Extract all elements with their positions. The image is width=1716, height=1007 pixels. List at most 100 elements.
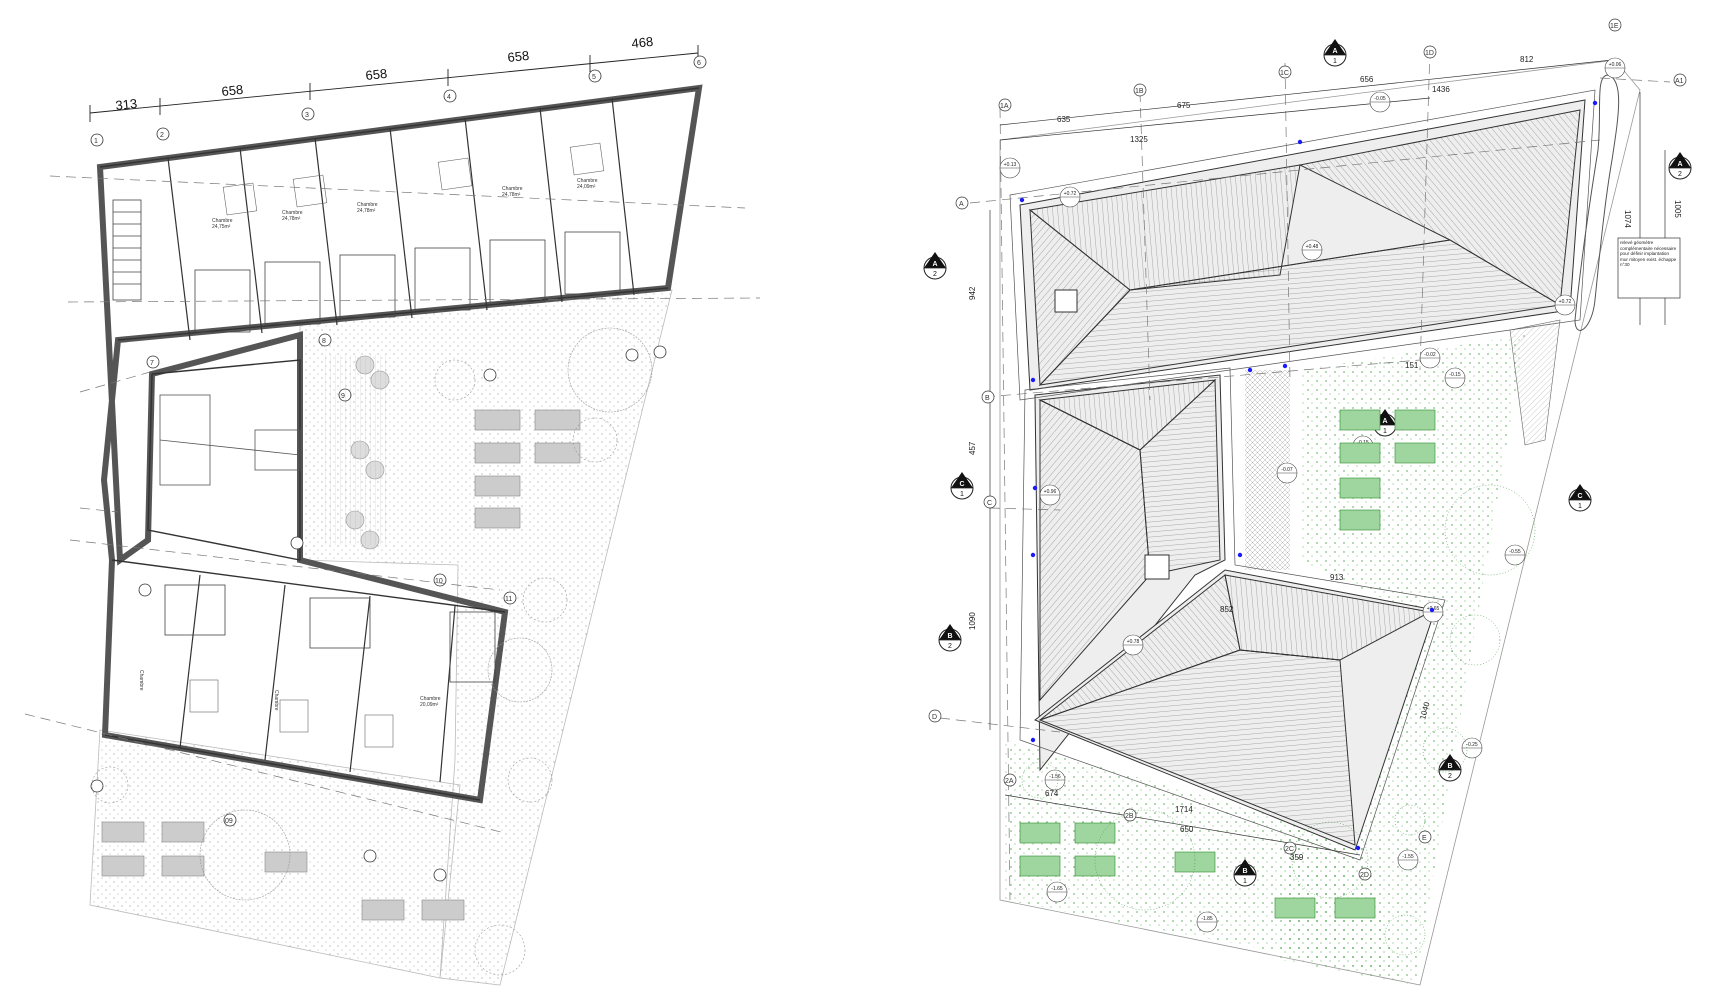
gl-2: 2 [160, 132, 164, 139]
room-area-3: 24,78m² [357, 208, 376, 214]
section-number: 2 [948, 643, 952, 650]
room-labels-left: Chambre 24,75m² Chambre 24,78m² Chambre … [138, 178, 598, 711]
rgl-D: D [932, 714, 937, 721]
level-marker-14: -0.55 [1504, 544, 1526, 566]
rgl-C: C [987, 500, 992, 507]
section-number: 2 [1678, 171, 1682, 178]
staircase [112, 199, 142, 301]
level-value: -1.65 [1051, 886, 1063, 892]
rgl-2A: 2A [1005, 778, 1014, 785]
rgl-1E: 1E [1610, 23, 1619, 30]
gl-09: 09 [225, 818, 233, 825]
room-area-2: 24,78m² [282, 216, 301, 222]
section-marker-2: A2 [923, 252, 947, 280]
section-letter: B [1242, 868, 1247, 875]
room-beds-top [222, 142, 605, 216]
level-marker-1: +0.06 [1604, 57, 1626, 79]
level-marker-19: -1.85 [1196, 911, 1218, 933]
green-planters [1019, 409, 1436, 919]
gl-3: 3 [305, 112, 309, 119]
skylight-1 [1054, 289, 1078, 313]
level-value: +0.72 [1064, 191, 1077, 197]
section-letter: A [1332, 48, 1337, 55]
level-marker-16: -1.55 [1397, 849, 1419, 871]
gl-11: 11 [505, 596, 512, 603]
level-marker-17: -1.56 [1044, 769, 1066, 791]
rdim-bot-2: 1714 [1175, 805, 1193, 814]
dim-top-3: 658 [365, 66, 388, 83]
room-label-3: Chambre [357, 202, 378, 208]
section-number: 1 [1578, 503, 1582, 510]
terrace-deck [325, 355, 390, 545]
rdim-top-3: 656 [1360, 75, 1374, 84]
room-label-2: Chambre [282, 210, 303, 216]
section-marker-5: C1 [1568, 484, 1592, 512]
section-marker-8: B1 [1233, 859, 1257, 887]
dashed-gridlines-left [24, 175, 761, 834]
trees-left [91, 327, 653, 976]
room-beds-bottom [189, 679, 394, 748]
rdim-bot-6: 151 [1405, 361, 1419, 370]
room-partitions-bottom [179, 574, 456, 783]
section-letter: C [1577, 493, 1582, 500]
grid-bubbles-right [928, 18, 1687, 881]
level-marker-6: +0.72 [1554, 294, 1576, 316]
section-letter: A [1382, 418, 1387, 425]
level-value: -1.56 [1049, 774, 1061, 780]
level-value: -1.85 [1201, 916, 1213, 922]
surveyor-note: relevé géomètre complémentaire nécessair… [1620, 240, 1677, 268]
room-area-1: 24,75m² [212, 224, 231, 230]
level-marker-10: -0.07 [1276, 462, 1298, 484]
rdim-bot-5: 913 [1330, 573, 1344, 582]
rdim-top-2: 675 [1177, 101, 1191, 110]
level-value: +0.48 [1306, 244, 1319, 250]
rgl-A1: A1 [1675, 78, 1684, 85]
gl-4: 4 [447, 94, 451, 101]
room-area-8: 20,09m² [420, 702, 439, 708]
rdim-right-2: 1005 [1673, 200, 1682, 218]
section-number: 1 [1383, 428, 1387, 435]
section-number: 2 [1448, 773, 1452, 780]
rdim-bot-7: 852 [1220, 605, 1234, 614]
level-value: -1.55 [1402, 854, 1414, 860]
section-letter: B [947, 633, 952, 640]
rdim-top2-2: 1436 [1432, 85, 1450, 94]
gl-7: 7 [150, 360, 154, 367]
grid-labels-right: 1A 1B 1C 1D 1E A1 A B C D 2A 2B 2C 2D E [932, 23, 1684, 879]
rgl-1B: 1B [1135, 88, 1144, 95]
dim-top-2: 658 [221, 82, 244, 99]
bathroom-blocks-bottom [164, 584, 496, 683]
level-value: +0.78 [1127, 639, 1140, 645]
level-value: -0.02 [1424, 352, 1436, 358]
rdim-top2-1: 1325 [1130, 135, 1148, 144]
level-marker-5: +0.48 [1301, 239, 1323, 261]
level-marker-13: +0.65 [1422, 601, 1444, 623]
section-number: 1 [1243, 878, 1247, 885]
room-label-5: Chambre [577, 178, 598, 184]
room-label-6: Chambre [138, 670, 144, 691]
level-value: -0.07 [1281, 467, 1293, 473]
level-value: -0.15 [1449, 372, 1461, 378]
rgl-E: E [1422, 835, 1427, 842]
level-marker-8: +0.96 [1039, 484, 1061, 506]
skylight-2 [1144, 554, 1170, 580]
rdim-top-4: 812 [1520, 55, 1534, 64]
roof-bottom-wing [1034, 569, 1436, 851]
gl-6: 6 [697, 60, 701, 67]
section-letter: C [959, 481, 964, 488]
section-number: 2 [933, 271, 937, 278]
section-marker-6: B2 [938, 624, 962, 652]
rdim-left-3: 1090 [968, 612, 977, 630]
rgl-1D: 1D [1425, 50, 1434, 57]
room-label-8: Chambre [420, 696, 441, 702]
room-label-4: Chambre [502, 186, 523, 192]
gl-5: 5 [592, 74, 596, 81]
room-area-5: 24,09m² [577, 184, 596, 190]
level-value: +0.13 [1004, 162, 1017, 168]
bathroom-blocks-top [194, 231, 621, 333]
roof-gutters [1009, 89, 1596, 861]
ground-floor-plan: 313 658 658 658 468 [24, 34, 761, 986]
